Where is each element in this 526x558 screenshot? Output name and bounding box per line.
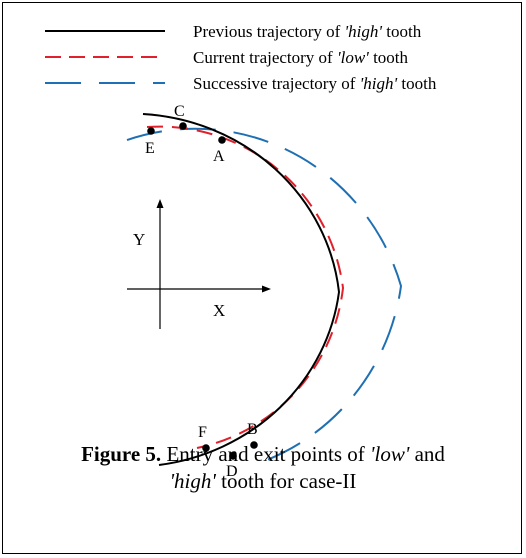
- legend: Previous trajectory of 'high' tooth Curr…: [45, 22, 437, 93]
- caption-high: 'high': [169, 469, 216, 493]
- point-a: [218, 136, 226, 144]
- caption-figure-number: Figure 5.: [81, 442, 162, 466]
- figure-caption: Figure 5. Entry and exit points of 'low'…: [3, 441, 523, 495]
- y-axis-arrow: [156, 199, 164, 208]
- previous-high-trajectory: [142, 113, 341, 466]
- x-axis-arrow: [262, 285, 271, 293]
- x-axis-label: X: [213, 301, 225, 320]
- point-b: [250, 441, 258, 449]
- caption-low: 'low': [370, 442, 410, 466]
- point-label-c: C: [174, 103, 185, 120]
- caption-part1: Entry and exit points of: [161, 442, 370, 466]
- point-label-b: B: [247, 421, 258, 438]
- legend-text-successive: Successive trajectory of 'high' tooth: [193, 74, 437, 93]
- successive-high-trajectory: [126, 127, 403, 464]
- point-label-e: E: [145, 140, 155, 157]
- axes: Y X: [127, 199, 271, 329]
- caption-part3: tooth for case-II: [215, 469, 357, 493]
- legend-text-previous: Previous trajectory of 'high' tooth: [193, 22, 422, 41]
- legend-text-current: Current trajectory of 'low' tooth: [193, 48, 409, 67]
- point-e: [147, 127, 155, 135]
- point-f: [202, 444, 210, 452]
- point-label-d: D: [226, 463, 238, 480]
- figure-frame: Previous trajectory of 'high' tooth Curr…: [2, 2, 522, 554]
- intersection-points: C E A B F D: [145, 103, 258, 480]
- current-low-trajectory: [146, 125, 345, 449]
- point-label-f: F: [198, 424, 207, 441]
- y-axis-label: Y: [133, 230, 145, 249]
- point-label-a: A: [213, 148, 225, 165]
- point-d: [229, 452, 237, 460]
- trajectory-diagram: Previous trajectory of 'high' tooth Curr…: [45, 22, 437, 480]
- caption-part2: and: [409, 442, 445, 466]
- point-c: [179, 122, 187, 130]
